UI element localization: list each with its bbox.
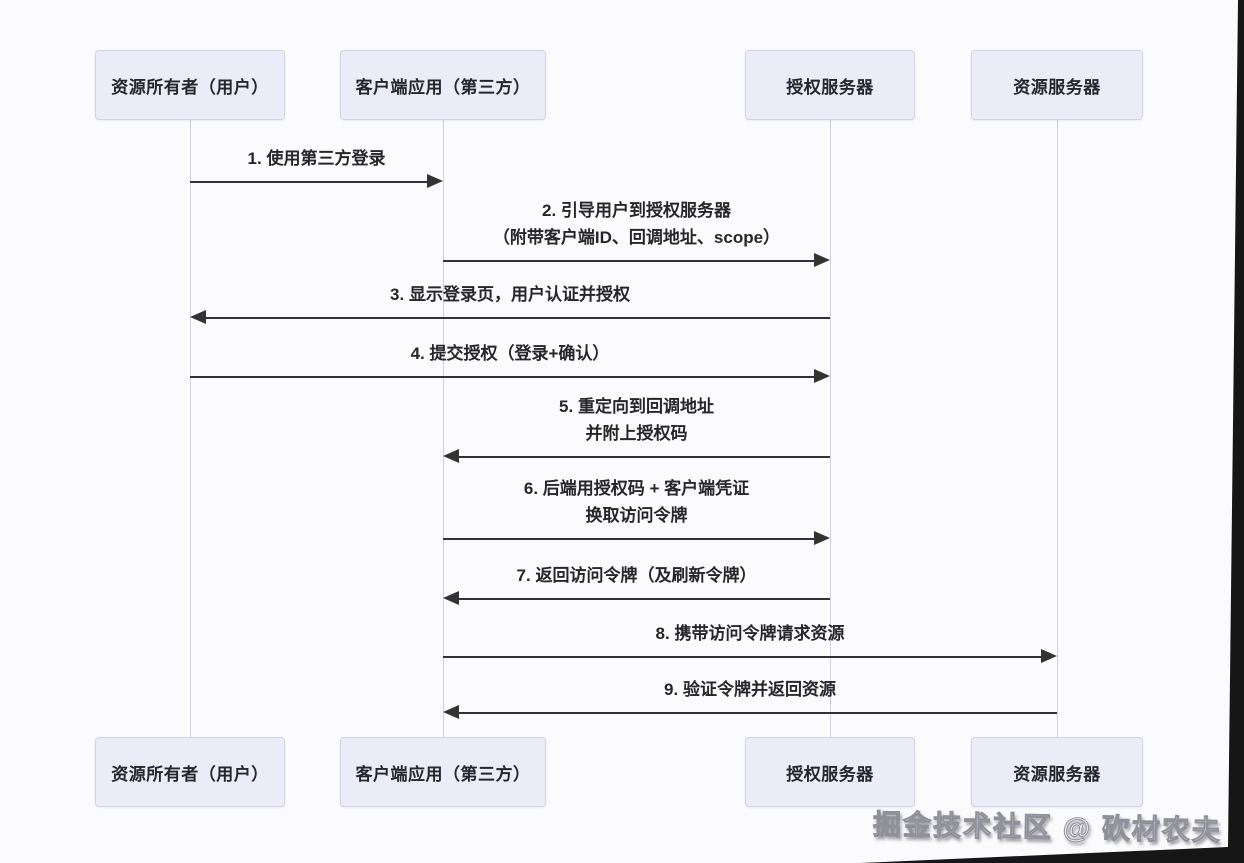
message-1-line <box>190 181 429 183</box>
message-4-line <box>190 376 816 378</box>
message-5-label: 5. 重定向到回调地址并附上授权码 <box>317 393 957 447</box>
message-2-label: 2. 引导用户到授权服务器 （附带客户端ID、回调地址、scope） <box>317 197 957 251</box>
actor-label: 资源所有者（用户） <box>111 764 269 784</box>
actor-box-bottom-client-app: 客户端应用（第三方） <box>340 737 546 807</box>
message-text-line: 9. 验证令牌并返回资源 <box>664 680 836 699</box>
lifeline-client-app <box>442 120 444 737</box>
lifeline-auth-server <box>829 120 831 737</box>
message-3-arrowhead <box>190 310 206 324</box>
message-5-arrowhead <box>443 449 459 463</box>
message-2-arrowhead <box>814 253 830 267</box>
message-9-arrowhead <box>443 705 459 719</box>
message-text-line: 3. 显示登录页，用户认证并授权 <box>390 285 630 304</box>
message-2-line <box>443 260 816 262</box>
lifeline-resource-owner <box>189 120 191 737</box>
actor-label: 客户端应用（第三方） <box>355 77 531 97</box>
message-4-label: 4. 提交授权（登录+确认） <box>190 340 830 367</box>
message-6-label: 6. 后端用授权码 + 客户端凭证换取访问令牌 <box>317 475 957 529</box>
actor-box-bottom-resource-server: 资源服务器 <box>971 737 1143 807</box>
message-text-line: 4. 提交授权（登录+确认） <box>410 344 610 363</box>
message-7-line <box>457 598 830 600</box>
message-4-arrowhead <box>814 369 830 383</box>
message-9-line <box>457 712 1057 714</box>
message-1-arrowhead <box>427 174 443 188</box>
message-9-label: 9. 验证令牌并返回资源 <box>430 676 1070 703</box>
actor-box-top-resource-owner: 资源所有者（用户） <box>95 50 285 120</box>
message-text-line: （附带客户端ID、回调地址、scope） <box>492 228 781 247</box>
message-3-label: 3. 显示登录页，用户认证并授权 <box>190 281 830 308</box>
message-5-line <box>457 456 830 458</box>
message-7-arrowhead <box>443 591 459 605</box>
actor-box-top-auth-server: 授权服务器 <box>745 50 915 120</box>
actor-label: 资源服务器 <box>1013 77 1101 97</box>
actor-label: 资源所有者（用户） <box>111 77 269 97</box>
message-text-line: 2. 引导用户到授权服务器 <box>542 201 731 220</box>
actor-box-bottom-resource-owner: 资源所有者（用户） <box>95 737 285 807</box>
actor-box-top-resource-server: 资源服务器 <box>971 50 1143 120</box>
actor-label: 客户端应用（第三方） <box>355 764 531 784</box>
message-8-label: 8. 携带访问令牌请求资源 <box>430 620 1070 647</box>
message-6-arrowhead <box>814 531 830 545</box>
actor-label: 授权服务器 <box>786 77 874 97</box>
message-8-line <box>443 656 1043 658</box>
message-text-line: 6. 后端用授权码 + 客户端凭证 <box>523 479 750 498</box>
message-text-line: 7. 返回访问令牌（及刷新令牌） <box>516 566 757 585</box>
message-text-line: 1. 使用第三方登录 <box>247 149 386 168</box>
message-text-line: 8. 携带访问令牌请求资源 <box>655 624 845 643</box>
actor-box-bottom-auth-server: 授权服务器 <box>745 737 915 807</box>
message-8-arrowhead <box>1041 649 1057 663</box>
watermark: 掘金技术社区 @ 砍材农夫 <box>872 808 1223 847</box>
message-text-line: 并附上授权码 <box>585 424 688 443</box>
message-3-line <box>204 317 830 319</box>
actor-box-top-client-app: 客户端应用（第三方） <box>340 50 546 120</box>
message-7-label: 7. 返回访问令牌（及刷新令牌） <box>317 562 957 589</box>
message-1-label: 1. 使用第三方登录 <box>0 145 637 172</box>
actor-label: 授权服务器 <box>786 764 874 784</box>
actor-label: 资源服务器 <box>1013 764 1101 784</box>
message-6-line <box>443 538 816 540</box>
message-text-line: 5. 重定向到回调地址 <box>559 397 714 416</box>
message-text-line: 换取访问令牌 <box>585 506 688 525</box>
